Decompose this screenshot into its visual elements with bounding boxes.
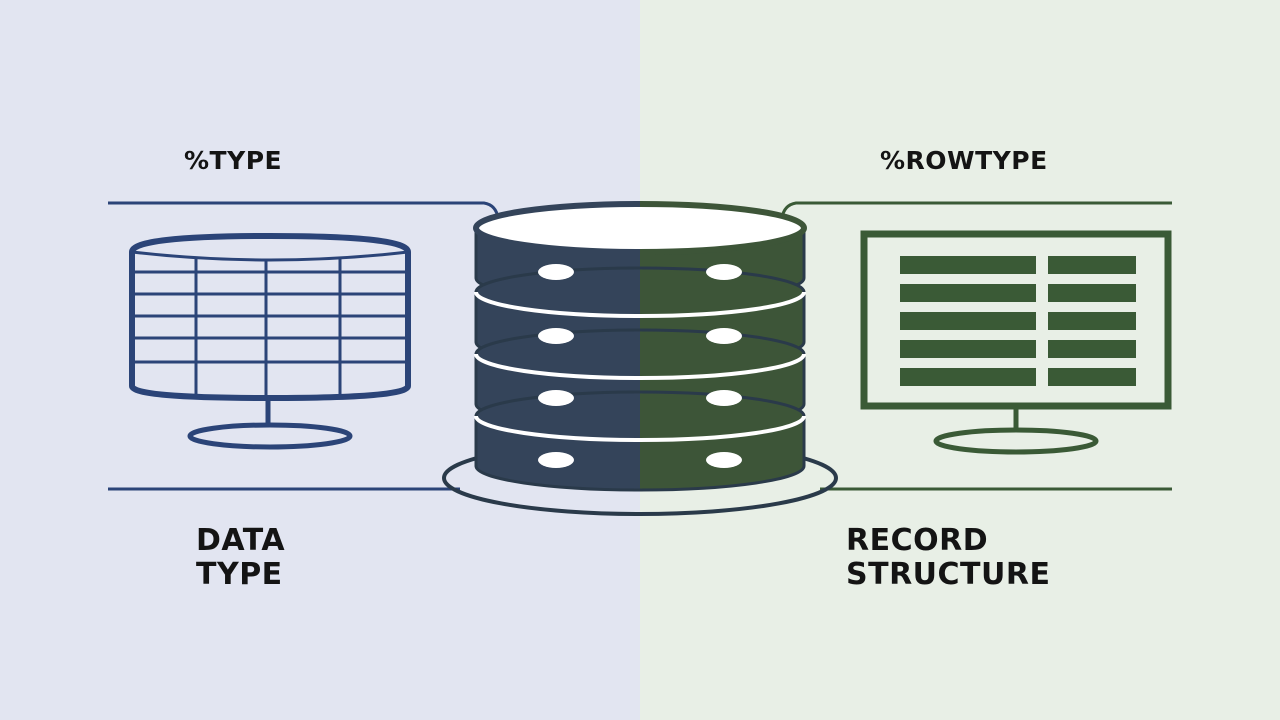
disk-indicator-light [706, 264, 742, 280]
disk-indicator-light [538, 264, 574, 280]
server-top-cap [473, 201, 640, 255]
disk-separator [640, 415, 806, 442]
record-structure-caption: RECORD STRUCTURE [846, 524, 1166, 592]
disk-indicator-light [538, 452, 574, 468]
disk-indicator-light [706, 452, 742, 468]
record-grid-icon [860, 230, 1172, 455]
server-top-cap [640, 201, 807, 255]
stand-base [933, 427, 1099, 455]
rowtype-heading: %ROWTYPE [880, 146, 1048, 175]
caption-line: STRUCTURE [846, 557, 1051, 592]
database-server-icon [442, 201, 838, 516]
cylinder-outline [129, 232, 411, 402]
grid-cells [900, 256, 1136, 386]
top-left-connector [108, 201, 500, 219]
disk-separator [474, 415, 640, 442]
disk-indicator-light [538, 390, 574, 406]
disk-indicator-light [706, 328, 742, 344]
type-heading: %TYPE [184, 146, 283, 175]
disk-separator [640, 291, 806, 318]
stand-base [187, 422, 353, 450]
server-disk [640, 390, 806, 492]
disk-separator [474, 353, 640, 380]
caption-line: RECORD [846, 523, 989, 558]
top-right-connector [780, 201, 1172, 219]
disk-indicator-light [706, 390, 742, 406]
data-type-caption: DATA TYPE [196, 524, 396, 592]
table-grid-lines [134, 258, 406, 398]
disk-separator [640, 353, 806, 380]
caption-line: TYPE [196, 557, 283, 592]
cylinder-top-rim [131, 250, 409, 262]
caption-line: DATA [196, 523, 286, 558]
table-cylinder-icon [129, 232, 411, 450]
grid-frame [860, 230, 1172, 410]
disk-separator [474, 291, 640, 318]
disk-indicator-light [538, 328, 574, 344]
